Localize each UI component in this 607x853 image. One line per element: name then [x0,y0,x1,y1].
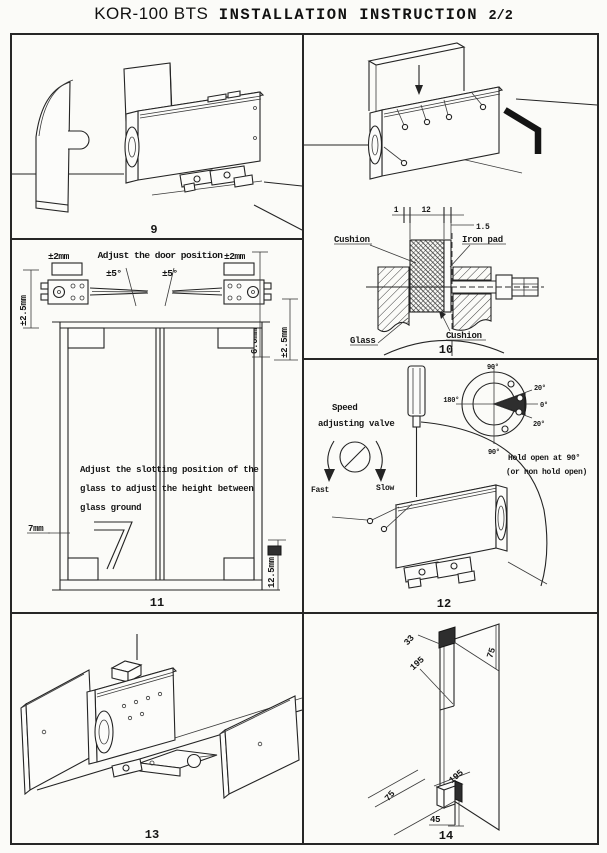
valve-screws [366,503,413,533]
panel-step-10: 1 12 1.5 [302,33,599,360]
panel-step-14: 33 195 75 75 195 45 14 [302,612,599,845]
dim-195-top-label: 195 [408,655,426,673]
left-fitting-plan [40,262,89,305]
note-line-1: Adjust the slotting position of the [80,465,259,475]
page-number: 2/2 [488,9,513,24]
panel-step-9: 9 [10,33,304,240]
slot-template [94,521,133,570]
patch-fitting [381,86,500,177]
step9-illustration: 9 [12,62,302,237]
speed-label-1: Speed [332,403,358,413]
pm2-right-label: ±2mm [224,251,246,262]
step-number: 9 [150,223,157,237]
right-cover-plate [219,695,300,800]
dim-33-label: 33 [402,634,416,648]
step-number: 11 [150,596,164,610]
dial-90-bottom-label: 90° [488,448,500,457]
door-swing-arc [420,421,548,587]
dial-20-upper-label: 20° [534,384,546,393]
glass-label: Glass [350,336,376,346]
step12-illustration: Speed adjusting valve Fast Slow [311,363,587,611]
dim-12-label: 12 [421,206,431,215]
dial-90-top-label: 90° [487,363,499,372]
iron-pad-section [443,239,452,313]
door-top-view [89,267,223,307]
page-title: KOR-100 BTS INSTALLATION INSTRUCTION 2/2 [0,4,607,24]
panel-step-12: Speed adjusting valve Fast Slow [302,358,599,614]
right-fitting-plan [223,262,272,305]
screwdriver [407,365,426,497]
pm2-left-label: ±2mm [48,251,70,262]
dim-75-top-label: 75 [485,647,498,660]
patch-fitting-body [86,667,178,765]
dim-1-label: 1 [394,206,399,215]
pm5-left-label: ±5° [106,268,122,279]
seven-mm-label: 7mm [28,524,44,534]
left-cover-plate [20,669,94,796]
speed-valve [324,440,386,482]
cross-section: 1 12 1.5 [334,206,544,358]
pivot-boss [124,126,140,168]
fast-label: Fast [311,486,330,495]
hold-open-dial [456,366,538,444]
step-number: 14 [439,829,453,843]
dial-180-label: 180° [443,396,459,405]
glass-panel [367,42,466,66]
note-line-2: glass to adjust the height between [80,484,253,494]
bottom-plate [111,749,218,778]
step11-illustration: Adjust the door position ±2mm ±2mm [19,250,298,610]
panel-step-11: Adjust the door position ±2mm ±2mm [10,238,304,614]
step13-illustration: 13 [20,634,302,842]
slow-label: Slow [376,484,395,493]
step-number: 12 [437,597,451,611]
six-mm-label: 6.0mm [250,328,260,354]
floor-insert [179,165,254,193]
cushion-bottom-label: Cushion [446,331,482,341]
template-plate [35,81,71,206]
panel-step-13: 13 [10,612,304,845]
step-number: 13 [145,828,159,842]
dim-1-5-label: 1.5 [476,223,490,232]
pm25-left-label: ±2.5mm [19,294,29,326]
door-frame-elevation [52,321,280,591]
pm25-right-label: ±2.5mm [280,326,290,358]
spindle-cap [110,660,143,683]
hold-open-label-2: (or non hold open) [506,468,587,477]
fixing-screws [383,92,487,167]
cushion-section [409,239,445,313]
pm5-right-label: ±5° [162,268,178,279]
step14-illustration: 33 195 75 75 195 45 14 [367,623,500,843]
note-line-3: glass ground [80,503,141,513]
cushion-top-label: Cushion [334,235,370,245]
adjust-door-heading: Adjust the door position [98,250,224,261]
title-text: INSTALLATION INSTRUCTION [218,6,479,24]
step-number: 10 [439,343,453,357]
speed-label-2: adjusting valve [318,419,395,429]
glass-door [439,623,500,832]
twelve-five-mm-label: 12.5mm [267,556,277,588]
dial-0-label: 0° [540,401,548,410]
model-name: KOR-100 BTS [94,4,209,23]
hex-key [503,107,542,154]
patch-fitting [394,484,508,589]
iron-pad-label: Iron pad [462,235,503,245]
dim-45-label: 45 [430,815,440,825]
step10-illustration: 1 12 1.5 [304,42,597,358]
hold-open-label-1: Hold open at 90° [508,454,580,463]
dial-20-lower-label: 20° [533,420,545,429]
